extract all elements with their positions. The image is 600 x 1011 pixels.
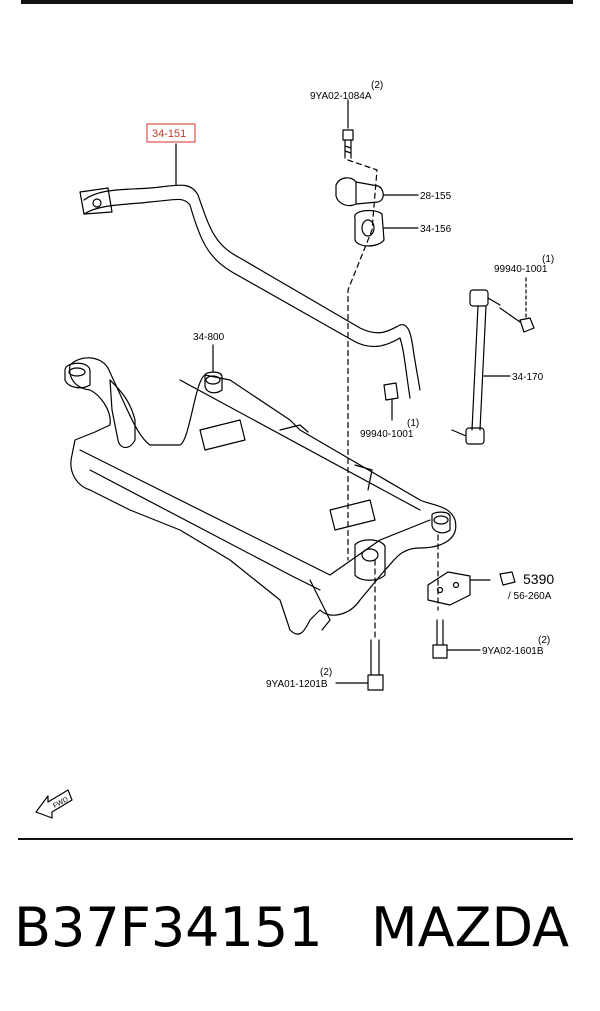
callout-bushing: 34-156 bbox=[420, 224, 452, 235]
callout-bracket: 28-155 bbox=[420, 191, 452, 202]
fwd-arrow-icon bbox=[35, 789, 73, 819]
callout-stabilizer-bar: 34-151 bbox=[152, 128, 186, 140]
stabilizer-bar[interactable] bbox=[79, 184, 421, 399]
bracket[interactable] bbox=[335, 177, 384, 207]
top-rule bbox=[21, 0, 573, 4]
callout-nut-right: 99940-1001 bbox=[494, 264, 548, 275]
right-bracket[interactable] bbox=[427, 571, 471, 606]
callout-link: 34-170 bbox=[512, 372, 544, 383]
highlight-box bbox=[146, 123, 196, 143]
brand-name: MAZDA bbox=[371, 896, 570, 959]
callout-bolt-bottom-qty: (2) bbox=[320, 667, 332, 678]
callout-nut-mid: 99940-1001 bbox=[360, 429, 414, 440]
front-subframe[interactable] bbox=[64, 357, 457, 635]
callout-bolt-right-qty: (2) bbox=[538, 635, 550, 646]
callout-nut-mid-qty: (1) bbox=[407, 418, 419, 429]
right-bolt[interactable] bbox=[432, 619, 448, 659]
top-bolt[interactable] bbox=[342, 129, 354, 159]
divider-rule bbox=[18, 838, 573, 840]
stabilizer-link[interactable] bbox=[451, 289, 501, 445]
right-nut[interactable] bbox=[519, 317, 535, 333]
stabilizer-bushing[interactable] bbox=[354, 209, 385, 247]
callout-ref-main: 5390 bbox=[523, 571, 554, 587]
callout-ref-sub: / 56-260A bbox=[508, 591, 552, 602]
part-number: B37F34151 bbox=[14, 896, 323, 959]
callout-bolt-top-qty: (2) bbox=[371, 80, 383, 91]
callout-bolt-top: 9YA02-1084A bbox=[310, 91, 372, 102]
callout-mount-bushing: 34-800 bbox=[193, 332, 225, 343]
mid-nut[interactable] bbox=[383, 382, 399, 401]
parts-diagram: 34-151 (2) 9YA02-1084A 28-155 34-156 (1)… bbox=[35, 80, 554, 819]
callout-bolt-right: 9YA02-1601B bbox=[482, 646, 544, 657]
callout-nut-right-qty: (1) bbox=[542, 254, 554, 265]
bottom-bolt[interactable] bbox=[367, 639, 384, 691]
callout-bolt-bottom: 9YA01-1201B bbox=[266, 679, 328, 690]
